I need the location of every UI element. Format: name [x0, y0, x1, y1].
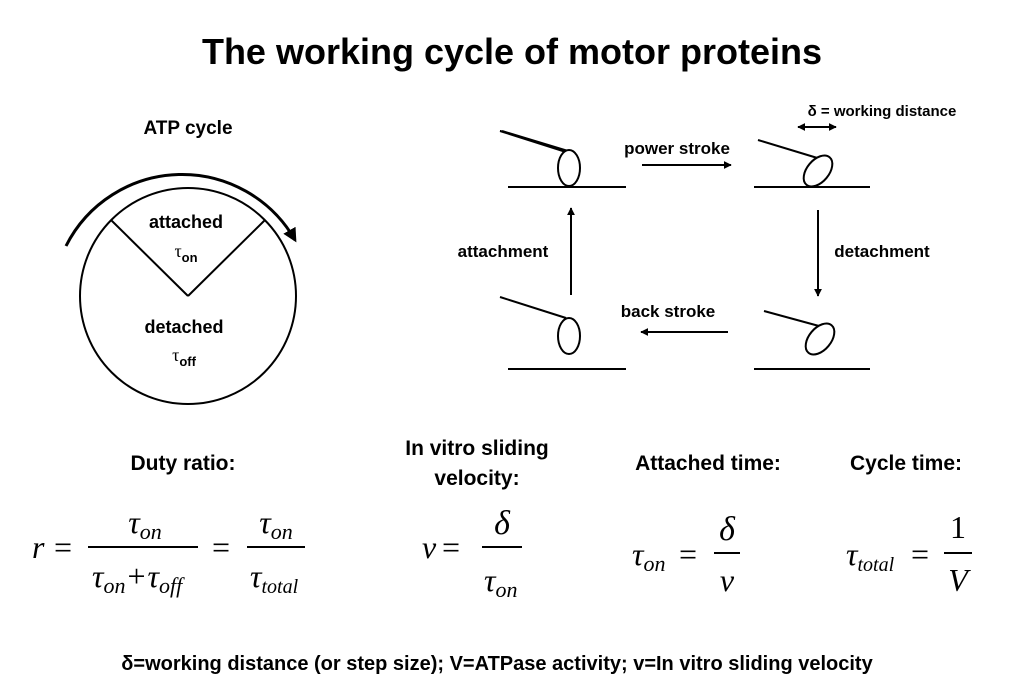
cycle-time-heading: Cycle time:	[850, 452, 962, 475]
duty-second-numerator: τon	[259, 504, 292, 544]
tau-symbol: τ	[250, 558, 263, 594]
lever-arm-lower	[501, 130, 569, 152]
tau-symbol: τ	[174, 241, 181, 261]
atp-cycle-heading: ATP cycle	[143, 118, 232, 139]
motor-head	[557, 317, 581, 355]
atp-cycle-arc-arrow	[64, 173, 297, 247]
page-title: The working cycle of motor proteins	[202, 31, 822, 72]
tau-symbol: τ	[846, 536, 859, 572]
equals-sign: =	[679, 536, 697, 572]
equals-sign: =	[911, 536, 929, 572]
equals-sign: =	[212, 529, 230, 565]
detachment-label: detachment	[834, 242, 930, 261]
motor-head	[802, 154, 834, 188]
duty-ratio-heading: Duty ratio:	[131, 452, 236, 475]
attached-time-lhs: τon	[632, 536, 665, 576]
sliding-velocity-heading-line1: In vitro sliding	[405, 437, 549, 460]
sliding-velocity-formula: In vitro sliding velocity: v = δ τon	[405, 437, 549, 602]
off-subscript: off	[159, 573, 185, 598]
sliding-velocity-heading-line2: velocity:	[434, 467, 519, 490]
cycle-time-lhs: τtotal	[846, 536, 895, 576]
detached-label: detached	[144, 317, 223, 337]
velocity-numerator: δ	[494, 505, 511, 542]
plus-sign: +	[127, 558, 145, 594]
tau-symbol: τ	[259, 504, 272, 540]
back-stroke-label: back stroke	[621, 302, 716, 321]
cycle-time-denominator: V	[948, 562, 971, 598]
duty-ratio-formula: Duty ratio: r = τon τon+τoff = τon τtota…	[32, 452, 305, 598]
on-subscript: on	[140, 519, 162, 544]
motor-state-detached-pre	[499, 296, 626, 370]
attached-label: attached	[149, 212, 223, 232]
attached-time-formula: Attached time: τon = δ v	[632, 452, 781, 598]
tau-on-label: τon	[174, 241, 197, 265]
attached-time-heading: Attached time:	[635, 452, 781, 475]
motor-state-attached-post	[754, 139, 870, 188]
duty-ratio-lhs: r	[32, 529, 45, 565]
duty-second-denominator: τtotal	[250, 558, 299, 598]
cycle-time-formula: Cycle time: τtotal = 1 V	[846, 452, 972, 598]
atp-sector-line-left	[110, 219, 189, 297]
on-subscript: on	[182, 250, 198, 265]
velocity-denominator: τon	[484, 562, 517, 602]
motor-head	[557, 149, 581, 187]
atp-sector-line-right	[187, 219, 266, 297]
on-subscript: on	[495, 577, 517, 602]
attached-time-denominator: v	[720, 562, 735, 598]
motor-state-detached-post	[754, 310, 870, 370]
on-subscript: on	[643, 551, 665, 576]
motor-cycle: δ = working distance power str	[458, 103, 957, 370]
duty-denominator: τon+τoff	[92, 558, 185, 598]
lever-arm	[499, 296, 567, 319]
atp-cycle: ATP cycle attached τon detached τoff	[64, 118, 297, 405]
total-subscript: total	[261, 576, 298, 598]
tau-symbol: τ	[484, 562, 497, 598]
tau-symbol: τ	[92, 558, 105, 594]
motor-state-attached-pre	[499, 130, 626, 188]
equals-sign: =	[54, 529, 72, 565]
cycle-time-numerator: 1	[950, 509, 966, 545]
attached-time-numerator: δ	[719, 511, 736, 548]
tau-off-label: τoff	[172, 345, 197, 369]
on-subscript: on	[271, 519, 293, 544]
on-subscript: on	[103, 573, 125, 598]
working-distance-label: δ = working distance	[808, 103, 957, 120]
power-stroke-label: power stroke	[624, 139, 730, 158]
tau-symbol: τ	[632, 536, 645, 572]
off-subscript: off	[179, 354, 196, 369]
tau-symbol: τ	[172, 345, 179, 365]
atp-cycle-circle	[79, 187, 297, 405]
total-subscript: total	[857, 554, 894, 576]
motor-head	[804, 322, 836, 356]
footnote: δ=working distance (or step size); V=ATP…	[121, 653, 873, 675]
equals-sign: =	[442, 529, 460, 565]
attachment-label: attachment	[458, 242, 549, 261]
lever-arm	[757, 139, 825, 161]
duty-numerator: τon	[128, 504, 161, 544]
tau-symbol: τ	[128, 504, 141, 540]
tau-symbol: τ	[148, 558, 161, 594]
velocity-lhs: v	[422, 529, 437, 565]
